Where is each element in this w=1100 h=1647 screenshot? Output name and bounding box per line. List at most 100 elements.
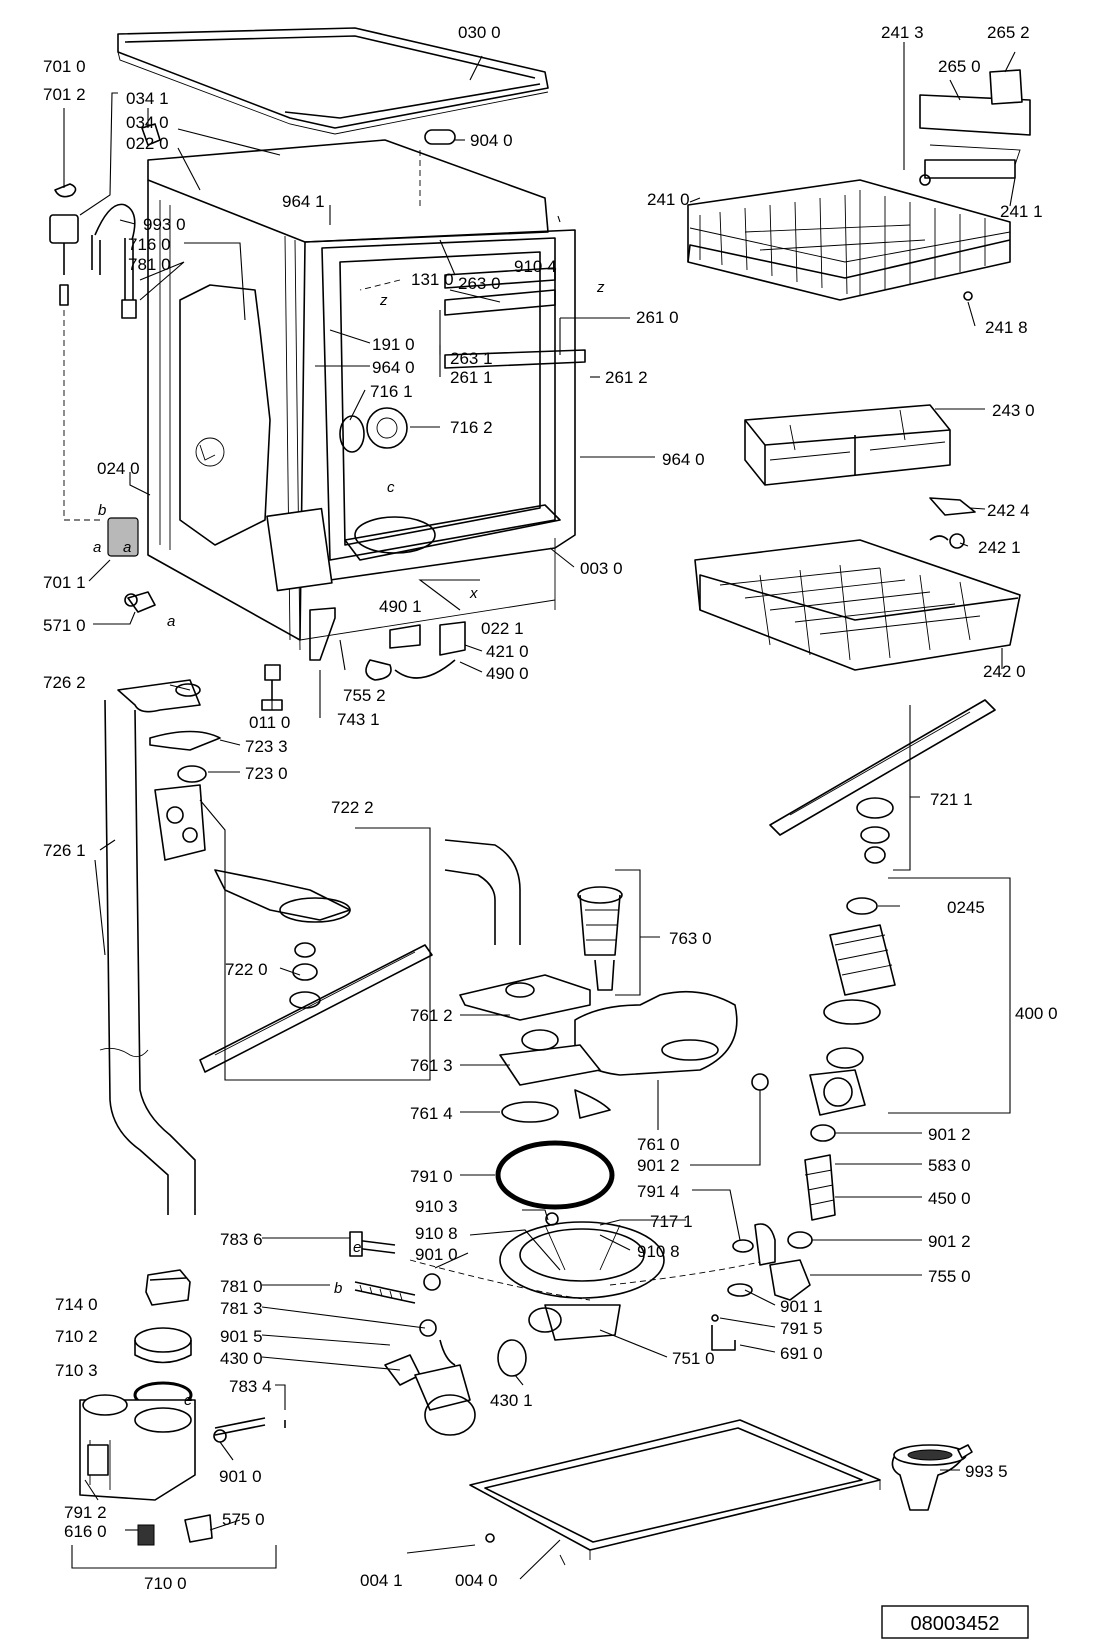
label-717-1: 717 1	[650, 1212, 693, 1231]
label-430-0: 430 0	[220, 1349, 263, 1368]
label-131-0: 131 0	[411, 270, 454, 289]
label-261-1: 261 1	[450, 368, 493, 387]
label-583-0: 583 0	[928, 1156, 971, 1175]
label-783-6: 783 6	[220, 1230, 263, 1249]
label-263-1: 263 1	[450, 349, 493, 368]
connection-letters: z z x c b a a a e e b	[93, 279, 605, 1409]
label-265-0: 265 0	[938, 57, 981, 76]
tub-cabinet-part	[147, 139, 586, 651]
label-241-8: 241 8	[985, 318, 1028, 337]
label-421-0: 421 0	[486, 642, 529, 661]
label-261-2: 261 2	[605, 368, 648, 387]
leader-lines	[63, 42, 1016, 1580]
letter-e-2: e	[184, 1392, 192, 1409]
label-743-1: 743 1	[337, 710, 380, 729]
letter-b-2: b	[334, 1280, 342, 1297]
label-751-0: 751 0	[672, 1349, 715, 1368]
label-721-1: 721 1	[930, 790, 973, 809]
label-726-1: 726 1	[43, 841, 86, 860]
label-034-1: 034 1	[126, 89, 169, 108]
label-701-2: 701 2	[43, 85, 86, 104]
label-761-2: 761 2	[410, 1006, 453, 1025]
cutlery-basket-part	[744, 404, 951, 486]
label-243-0: 243 0	[992, 401, 1035, 420]
upper-spray-arm-part	[769, 699, 996, 864]
label-691-0: 691 0	[780, 1344, 823, 1363]
label-901-2-c: 901 2	[928, 1232, 971, 1251]
label-901-0-a: 901 0	[415, 1245, 458, 1264]
sump-gasket-part	[495, 1140, 615, 1210]
label-791-5: 791 5	[780, 1319, 823, 1338]
label-714-0: 714 0	[55, 1295, 98, 1314]
label-993-5: 993 5	[965, 1462, 1008, 1481]
label-761-0: 761 0	[637, 1135, 680, 1154]
label-701-0: 701 0	[43, 57, 86, 76]
label-034-0: 034 0	[126, 113, 169, 132]
label-910-4: 910 4	[514, 257, 557, 276]
label-726-2: 726 2	[43, 673, 86, 692]
label-901-1: 901 1	[780, 1297, 823, 1316]
label-723-3: 723 3	[245, 737, 288, 756]
drawing-number-box	[881, 1605, 1029, 1639]
letter-c: c	[387, 479, 395, 496]
pump-motor-part	[751, 897, 896, 1116]
label-723-0: 723 0	[245, 764, 288, 783]
label-910-8-a: 910 8	[415, 1224, 458, 1243]
lower-basket-part	[694, 539, 1021, 671]
label-781-3: 781 3	[220, 1299, 263, 1318]
label-710-0: 710 0	[144, 1574, 187, 1593]
label-263-0: 263 0	[458, 274, 501, 293]
upper-basket-part	[687, 69, 1031, 301]
label-450-0: 450 0	[928, 1189, 971, 1208]
label-430-1: 430 1	[490, 1391, 533, 1410]
label-575-0: 575 0	[222, 1510, 265, 1529]
label-755-2: 755 2	[343, 686, 386, 705]
label-910-3: 910 3	[415, 1197, 458, 1216]
lower-spray-arm-part	[99, 679, 433, 1215]
label-242-1: 242 1	[978, 538, 1021, 557]
label-791-4: 791 4	[637, 1182, 680, 1201]
label-004-1: 004 1	[360, 1571, 403, 1590]
label-003-0: 003 0	[580, 559, 623, 578]
callout-labels: 030 0 701 0 701 2 034 1 034 0 022 0 904 …	[43, 23, 1058, 1593]
letter-a-1: a	[93, 539, 101, 556]
water-softener-part	[79, 1269, 286, 1546]
label-004-0: 004 0	[455, 1571, 498, 1590]
small-fasteners	[107, 123, 466, 711]
label-722-2: 722 2	[331, 798, 374, 817]
label-571-0: 571 0	[43, 616, 86, 635]
label-024-0: 024 0	[97, 459, 140, 478]
label-763-0: 763 0	[669, 929, 712, 948]
label-191-0: 191 0	[372, 335, 415, 354]
label-716-2: 716 2	[450, 418, 493, 437]
letter-a-3: a	[167, 613, 175, 630]
label-241-3: 241 3	[881, 23, 924, 42]
letter-z-1: z	[379, 292, 388, 309]
label-781-0: 781 0	[128, 255, 171, 274]
label-242-0: 242 0	[983, 662, 1026, 681]
label-791-2: 791 2	[64, 1503, 107, 1522]
label-710-3: 710 3	[55, 1361, 98, 1380]
label-400-0: 400 0	[1015, 1004, 1058, 1023]
label-993-0: 993 0	[143, 215, 186, 234]
letter-b-1: b	[98, 502, 106, 519]
letter-z-2: z	[596, 279, 605, 296]
label-781-0-b: 781 0	[220, 1277, 263, 1296]
label-490-1: 490 1	[379, 597, 422, 616]
label-490-0: 490 0	[486, 664, 529, 683]
label-261-0: 261 0	[636, 308, 679, 327]
label-910-8-b: 910 8	[637, 1242, 680, 1261]
label-022-1: 022 1	[481, 619, 524, 638]
hose-and-pump-left	[349, 1231, 761, 1436]
label-964-0-a: 964 0	[372, 358, 415, 377]
label-242-4: 242 4	[987, 501, 1030, 520]
funnel-part	[891, 1444, 973, 1511]
label-241-1: 241 1	[1000, 202, 1043, 221]
label-783-4: 783 4	[229, 1377, 272, 1396]
drain-parts	[711, 1124, 836, 1351]
sump-base-part	[497, 1212, 665, 1377]
label-716-0: 716 0	[128, 235, 171, 254]
label-901-0-b: 901 0	[219, 1467, 262, 1486]
base-plate-part	[469, 1419, 881, 1566]
